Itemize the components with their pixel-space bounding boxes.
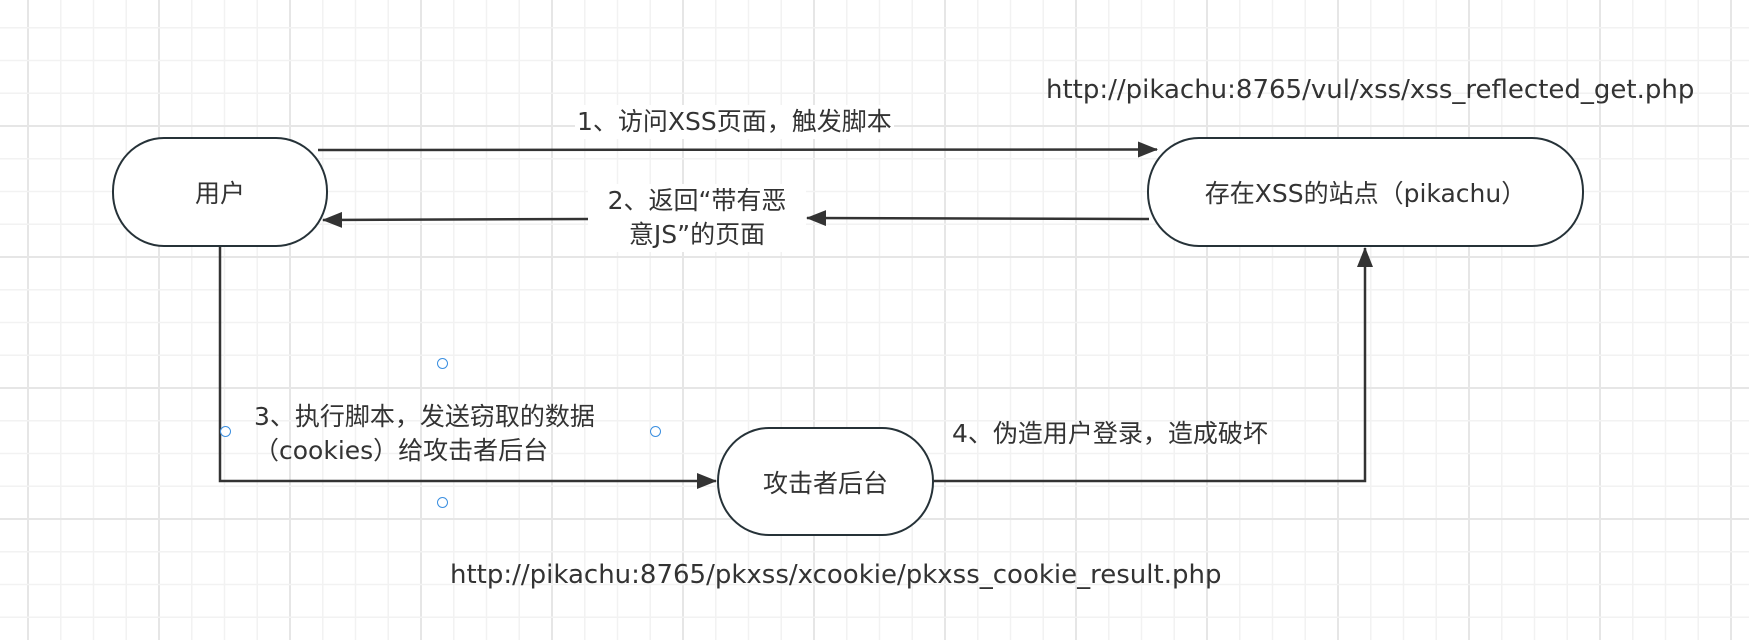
edge-step3-label[interactable]: 3、执行脚本，发送窃取的数据 （cookies）给攻击者后台 <box>254 400 595 468</box>
edge-step1-label[interactable]: 1、访问XSS页面，触发脚本 <box>575 105 894 139</box>
node-user-label: 用户 <box>194 179 245 208</box>
edge-step2-label-line1: 2、返回“带有恶 <box>607 186 787 215</box>
edge-step4-label[interactable]: 4、伪造用户登录，造成破坏 <box>952 419 1268 448</box>
edge-step3-label-line1: 3、执行脚本，发送窃取的数据 <box>254 402 595 431</box>
edge-step4-arrow[interactable] <box>934 247 1373 483</box>
node-site-label: 存在XSS的站点（pikachu） <box>1204 179 1527 208</box>
edge-step2-arrow-right-segment[interactable] <box>806 210 1150 227</box>
node-attacker-label: 攻击者后台 <box>762 468 888 498</box>
edge-step3-label-line2: （cookies）给攻击者后台 <box>254 436 549 465</box>
edge-step2-label-line2: 意JS”的页面 <box>628 220 766 249</box>
node-user[interactable]: 用户 <box>112 137 328 247</box>
selection-handle-bottom[interactable] <box>437 497 448 508</box>
selection-handle-left[interactable] <box>220 426 231 437</box>
edge-step1-arrow[interactable] <box>317 141 1158 158</box>
selection-handle-right[interactable] <box>650 426 661 437</box>
edge-step2-arrow-left-segment[interactable] <box>322 211 591 228</box>
edge-step2-label[interactable]: 2、返回“带有恶 意JS”的页面 <box>588 184 806 252</box>
edge-step3-arrow[interactable] <box>218 247 717 489</box>
site-url-annotation[interactable]: http://pikachu:8765/vul/xss/xss_reflecte… <box>1046 75 1695 105</box>
node-attacker-backend[interactable]: 攻击者后台 <box>717 427 934 536</box>
node-vulnerable-site[interactable]: 存在XSS的站点（pikachu） <box>1147 137 1584 247</box>
attacker-url-annotation[interactable]: http://pikachu:8765/pkxss/xcookie/pkxss_… <box>450 560 1222 590</box>
selection-handle-top[interactable] <box>437 358 448 369</box>
